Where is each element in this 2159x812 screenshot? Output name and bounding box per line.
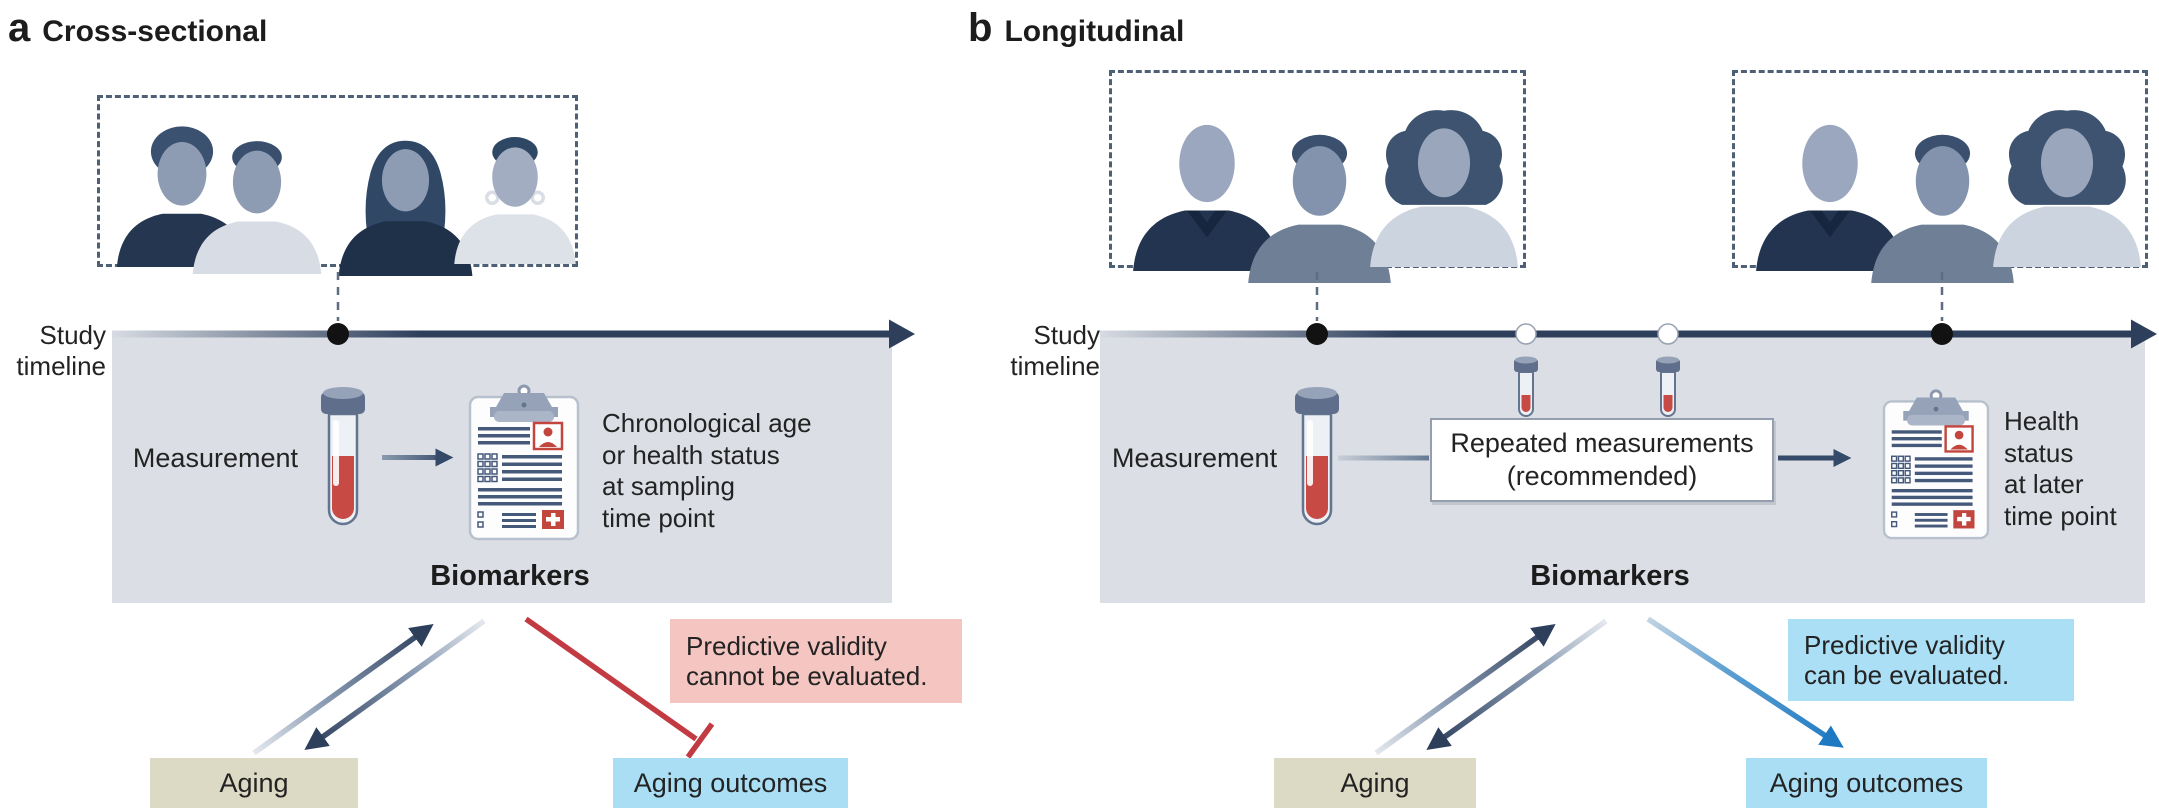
predictive-validity-note-b: Predictive validity can be evaluated. [1788, 619, 2074, 701]
biomarkers-label-a: Biomarkers [430, 560, 590, 592]
biomarkers-to-aging-arrow-a [304, 618, 486, 751]
measurement-label-b: Measurement [1112, 443, 1278, 473]
panel-tag-a: a [8, 6, 31, 50]
outcome-text-b: Health status at later time point [2004, 406, 2117, 531]
person-silhouette-icon [446, 122, 584, 268]
person-silhouette-icon [182, 128, 332, 274]
aging-outcomes-box-a: Aging outcomes [613, 758, 848, 808]
biomarkers-label-b: Biomarkers [1530, 560, 1690, 592]
small-test-tube-icon [1655, 355, 1681, 419]
clipboard-report-icon [1880, 386, 1992, 540]
panel-name-a: Cross-sectional [42, 15, 268, 48]
aging-outcomes-box-b: Aging outcomes [1746, 758, 1987, 808]
participants-box-b2 [1732, 70, 2148, 268]
study-timeline-label-b: Study timeline [1010, 320, 1100, 381]
panel-tag-b: b [968, 6, 993, 50]
aging-box-a: Aging [150, 758, 358, 808]
panel-title-a: a Cross-sectional [8, 8, 267, 48]
measurement-label-a: Measurement [132, 443, 298, 473]
person-silhouette-icon [1983, 95, 2151, 271]
small-test-tube-icon [1513, 355, 1539, 419]
outcome-text-a: Chronological age or health status at sa… [602, 408, 812, 533]
predictive-validity-note-a: Predictive validity cannot be evaluated. [670, 619, 962, 703]
test-tube-icon [1294, 384, 1340, 534]
clipboard-report-icon [468, 381, 580, 541]
test-tube-icon [320, 384, 366, 534]
aging-to-biomarkers-arrow-a [252, 623, 434, 756]
panel-title-b: b Longitudinal [968, 8, 1184, 48]
panel-name-b: Longitudinal [1004, 15, 1185, 48]
aging-box-b: Aging [1274, 758, 1476, 808]
person-silhouette-icon [1360, 95, 1528, 271]
participants-box-a [97, 95, 578, 267]
aging-to-biomarkers-arrow-b [1374, 623, 1556, 756]
participants-box-b1 [1109, 70, 1526, 268]
study-timeline-label-a: Study timeline [16, 320, 106, 381]
sampling-connectors [336, 272, 1944, 321]
biomarkers-to-aging-arrow-b [1426, 618, 1608, 751]
repeated-measurements-box: Repeated measurements (recommended) [1430, 418, 1774, 502]
